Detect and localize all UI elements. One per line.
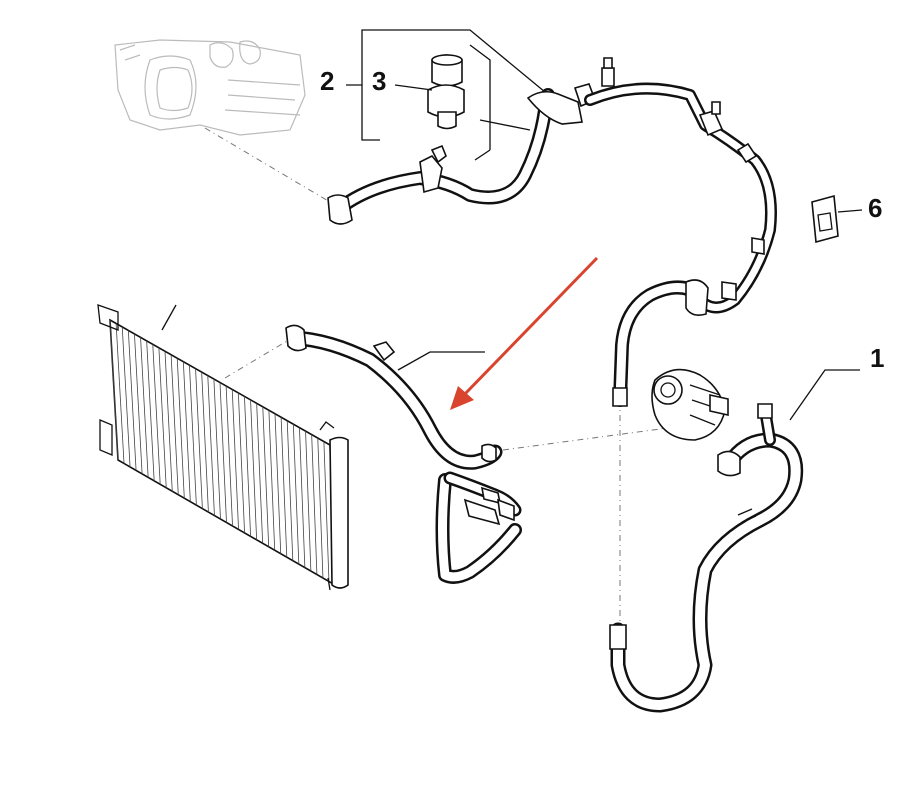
condenser-fin [213, 379, 221, 520]
condenser-fin [207, 375, 215, 516]
condenser-fin [182, 361, 191, 502]
condenser-fin [225, 385, 233, 526]
compressor [651, 368, 729, 441]
callout-lines-2-3 [346, 29, 546, 161]
condenser-fin [317, 438, 324, 579]
callout-2: 2 [320, 66, 335, 96]
middle-hose [612, 279, 709, 407]
condenser-fin [121, 326, 131, 467]
condenser-fin [231, 389, 239, 530]
callout-1: 1 [870, 343, 885, 373]
condenser-fin [115, 323, 125, 464]
condenser-fin [219, 382, 227, 523]
condenser-fin [109, 319, 119, 461]
condenser-fin [152, 344, 161, 485]
condenser-fin [274, 413, 282, 554]
condenser-fin [280, 417, 288, 558]
condenser-hose [285, 324, 522, 584]
condenser-fin [244, 396, 252, 537]
condenser-fin [189, 365, 197, 506]
condenser-fin [158, 347, 167, 488]
condenser-fin [286, 420, 294, 561]
condenser-fin [311, 434, 318, 575]
condenser-fin [176, 358, 185, 499]
condenser-fin [256, 403, 264, 544]
dashed-leaders [204, 127, 691, 640]
condenser-fin [146, 340, 155, 481]
condenser-fin [323, 441, 330, 582]
condenser-fin [262, 406, 270, 547]
condenser-fin [134, 333, 143, 474]
red-arrow [450, 256, 599, 410]
hose-clip [811, 194, 863, 244]
long-suction-hose [584, 57, 777, 314]
condenser-fin [127, 330, 137, 471]
condenser-fin [292, 424, 300, 565]
discharge-hose [609, 369, 860, 713]
condenser-fin [305, 431, 312, 572]
condenser-fin [164, 351, 173, 492]
condenser-fin [268, 410, 276, 551]
condenser-fin [140, 337, 149, 478]
condenser [97, 304, 349, 591]
callout-3: 3 [372, 66, 387, 96]
condenser-fin [170, 354, 179, 495]
condenser-fin [299, 427, 306, 568]
evaporator-housing [114, 39, 306, 136]
condenser-fin [250, 399, 258, 540]
condenser-fin [195, 368, 203, 509]
pressure-switch [427, 54, 465, 130]
condenser-fin [237, 392, 245, 533]
upper-hose-assembly [327, 83, 597, 225]
callout-6: 6 [868, 193, 883, 223]
condenser-fin [201, 372, 209, 513]
